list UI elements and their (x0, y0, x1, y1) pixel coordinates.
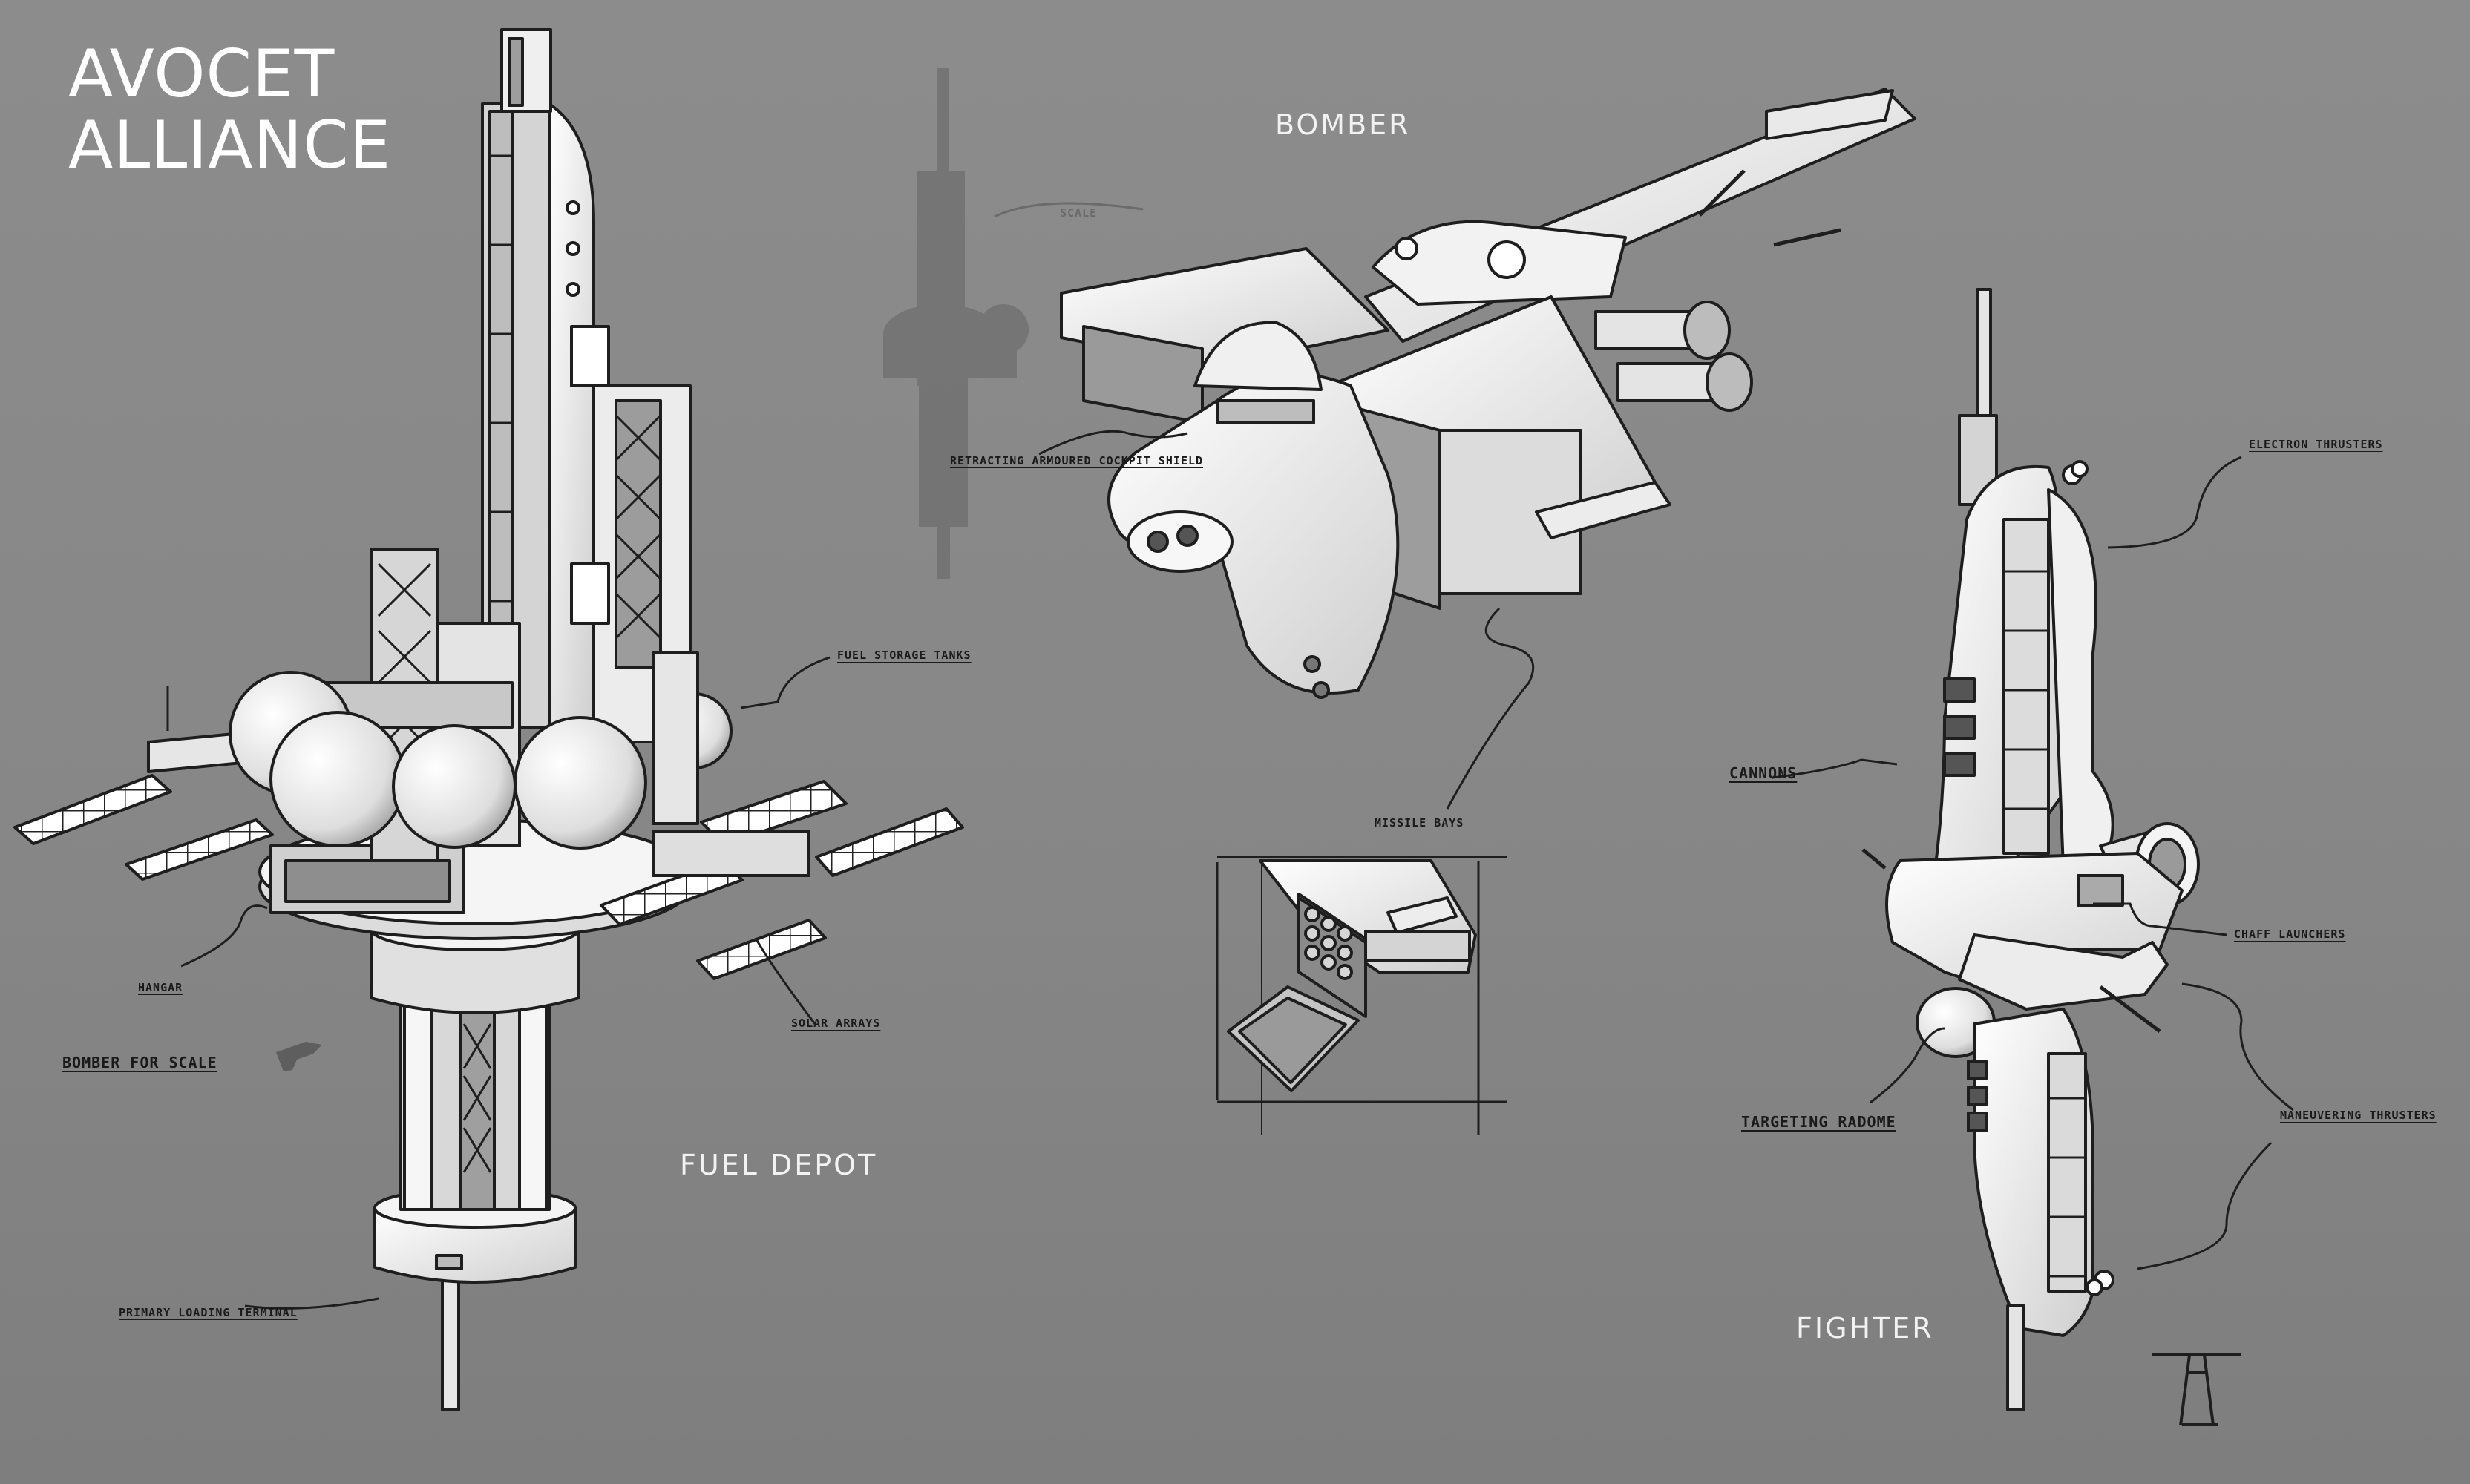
scale-arrow (994, 202, 1144, 218)
scale-silhouette (883, 68, 1029, 579)
note-fuel-storage-tanks: FUEL STORAGE TANKS (837, 649, 972, 662)
label-fighter: FIGHTER (1796, 1312, 1934, 1345)
note-maneuvering-thrusters: MANEUVERING THRUSTERS (2280, 1109, 2437, 1122)
note-missile-bays: MISSILE BAYS (1375, 816, 1464, 830)
note-chaff-launchers: CHAFF LAUNCHERS (2234, 928, 2346, 941)
note-scale: SCALE (1060, 206, 1098, 220)
missile-bay-inset (1216, 856, 1507, 1135)
note-cockpit-shield: RETRACTING ARMOURED COCKPIT SHIELD (950, 454, 1204, 467)
title-line-1: AVOCET (68, 36, 335, 112)
note-bomber-for-scale: BOMBER FOR SCALE (62, 1054, 217, 1071)
note-targeting-radome: TARGETING RADOME (1741, 1113, 1896, 1131)
note-cannons: CANNONS (1729, 764, 1798, 782)
bomber-drawing (1060, 88, 1916, 699)
note-electron-thrusters: ELECTRON THRUSTERS (2249, 438, 2383, 451)
title-line-2: ALLIANCE (68, 107, 392, 183)
fuel-depot-drawing (13, 28, 964, 1411)
annotation-leaders (180, 430, 2294, 1310)
note-primary-loading-terminal: PRIMARY LOADING TERMINAL (119, 1306, 298, 1319)
pilot-scale-figure (2152, 1353, 2241, 1426)
label-fuel-depot: FUEL DEPOT (680, 1149, 878, 1181)
bomber-scale-silhouette (276, 1042, 322, 1071)
sheet-title: AVOCET ALLIANCE (68, 39, 391, 181)
label-bomber: BOMBER (1275, 108, 1411, 141)
fighter-drawing (1861, 288, 2200, 1411)
note-solar-arrays: SOLAR ARRAYS (791, 1017, 881, 1030)
note-hangar: HANGAR (138, 981, 183, 994)
